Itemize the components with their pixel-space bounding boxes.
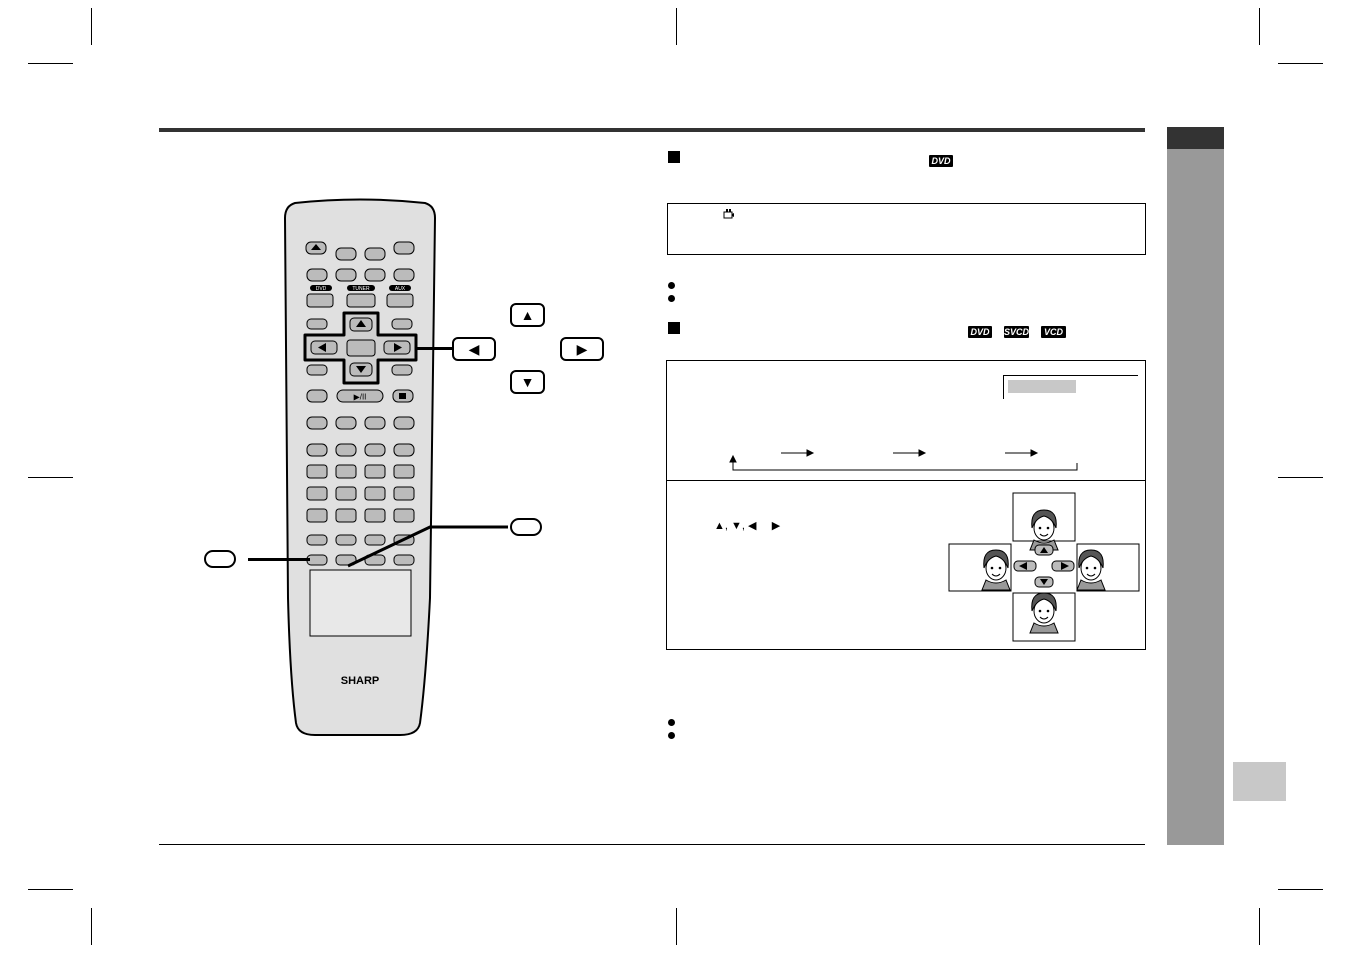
bullet-icon	[668, 295, 675, 302]
left-arrow-key: ◀	[452, 337, 496, 361]
section-square-icon	[668, 151, 680, 163]
remote-brand-logo: SHARP	[341, 675, 380, 687]
crop-mark	[28, 63, 73, 64]
down-arrow-key: ▼	[510, 370, 545, 394]
remote-label-tuner: TUNER	[352, 286, 370, 292]
footer-rule	[159, 844, 1145, 845]
zoom-panel-divider	[666, 480, 1146, 481]
direction-keys-text: ▲, ▼, ◀ ▶	[714, 520, 781, 532]
down-arrow-glyph: ▼	[520, 374, 535, 390]
side-tab	[1167, 127, 1224, 845]
page-number-box	[1233, 762, 1286, 801]
camera-angle-icon	[723, 209, 734, 219]
crop-mark	[91, 908, 92, 945]
crop-mark	[676, 908, 677, 945]
crop-mark	[28, 477, 73, 478]
crop-mark	[1259, 908, 1260, 945]
zoom-indicator-frame	[1003, 375, 1138, 376]
crop-mark	[1278, 889, 1323, 890]
side-tab-header	[1167, 127, 1224, 149]
angle-note-box	[667, 203, 1146, 255]
remote-label-aux: AUX	[395, 286, 406, 292]
cursor-leader-line	[416, 347, 452, 350]
dvd-badge: DVD	[968, 326, 992, 338]
remote-label-dvd: DVD	[316, 286, 327, 292]
crop-mark	[1278, 63, 1323, 64]
pan-faces-diagram	[948, 492, 1140, 642]
bullet-icon	[668, 282, 675, 289]
vcd-badge: VCD	[1041, 326, 1066, 338]
crop-mark	[28, 889, 73, 890]
bullet-icon	[668, 732, 675, 739]
crop-mark	[91, 8, 92, 45]
up-arrow-key: ▲	[510, 303, 545, 327]
angle-key-callout	[204, 550, 236, 568]
remote-control-illustration: DVD TUNER AUX ▶/II SHARP	[283, 198, 437, 736]
crop-mark	[1278, 477, 1323, 478]
up-arrow-glyph: ▲	[520, 307, 535, 323]
section-square-icon	[668, 322, 680, 334]
angle-leader-line	[248, 558, 310, 561]
zoom-indicator-bar	[1008, 380, 1076, 393]
bullet-icon	[668, 719, 675, 726]
svcd-badge: SVCD	[1004, 326, 1030, 338]
zoom-key-callout	[510, 518, 542, 536]
crop-mark	[1259, 8, 1260, 45]
zoom-indicator-frame	[1003, 375, 1004, 399]
header-rule	[159, 128, 1145, 132]
right-arrow-key: ▶	[560, 337, 604, 361]
right-arrow-glyph: ▶	[576, 341, 588, 357]
zoom-leader-line	[347, 525, 508, 568]
remote-play-pause-glyph: ▶/II	[354, 393, 367, 402]
left-arrow-glyph: ◀	[468, 341, 480, 357]
dvd-badge: DVD	[929, 155, 953, 167]
crop-mark	[676, 8, 677, 45]
zoom-cycle-diagram	[729, 449, 1078, 471]
